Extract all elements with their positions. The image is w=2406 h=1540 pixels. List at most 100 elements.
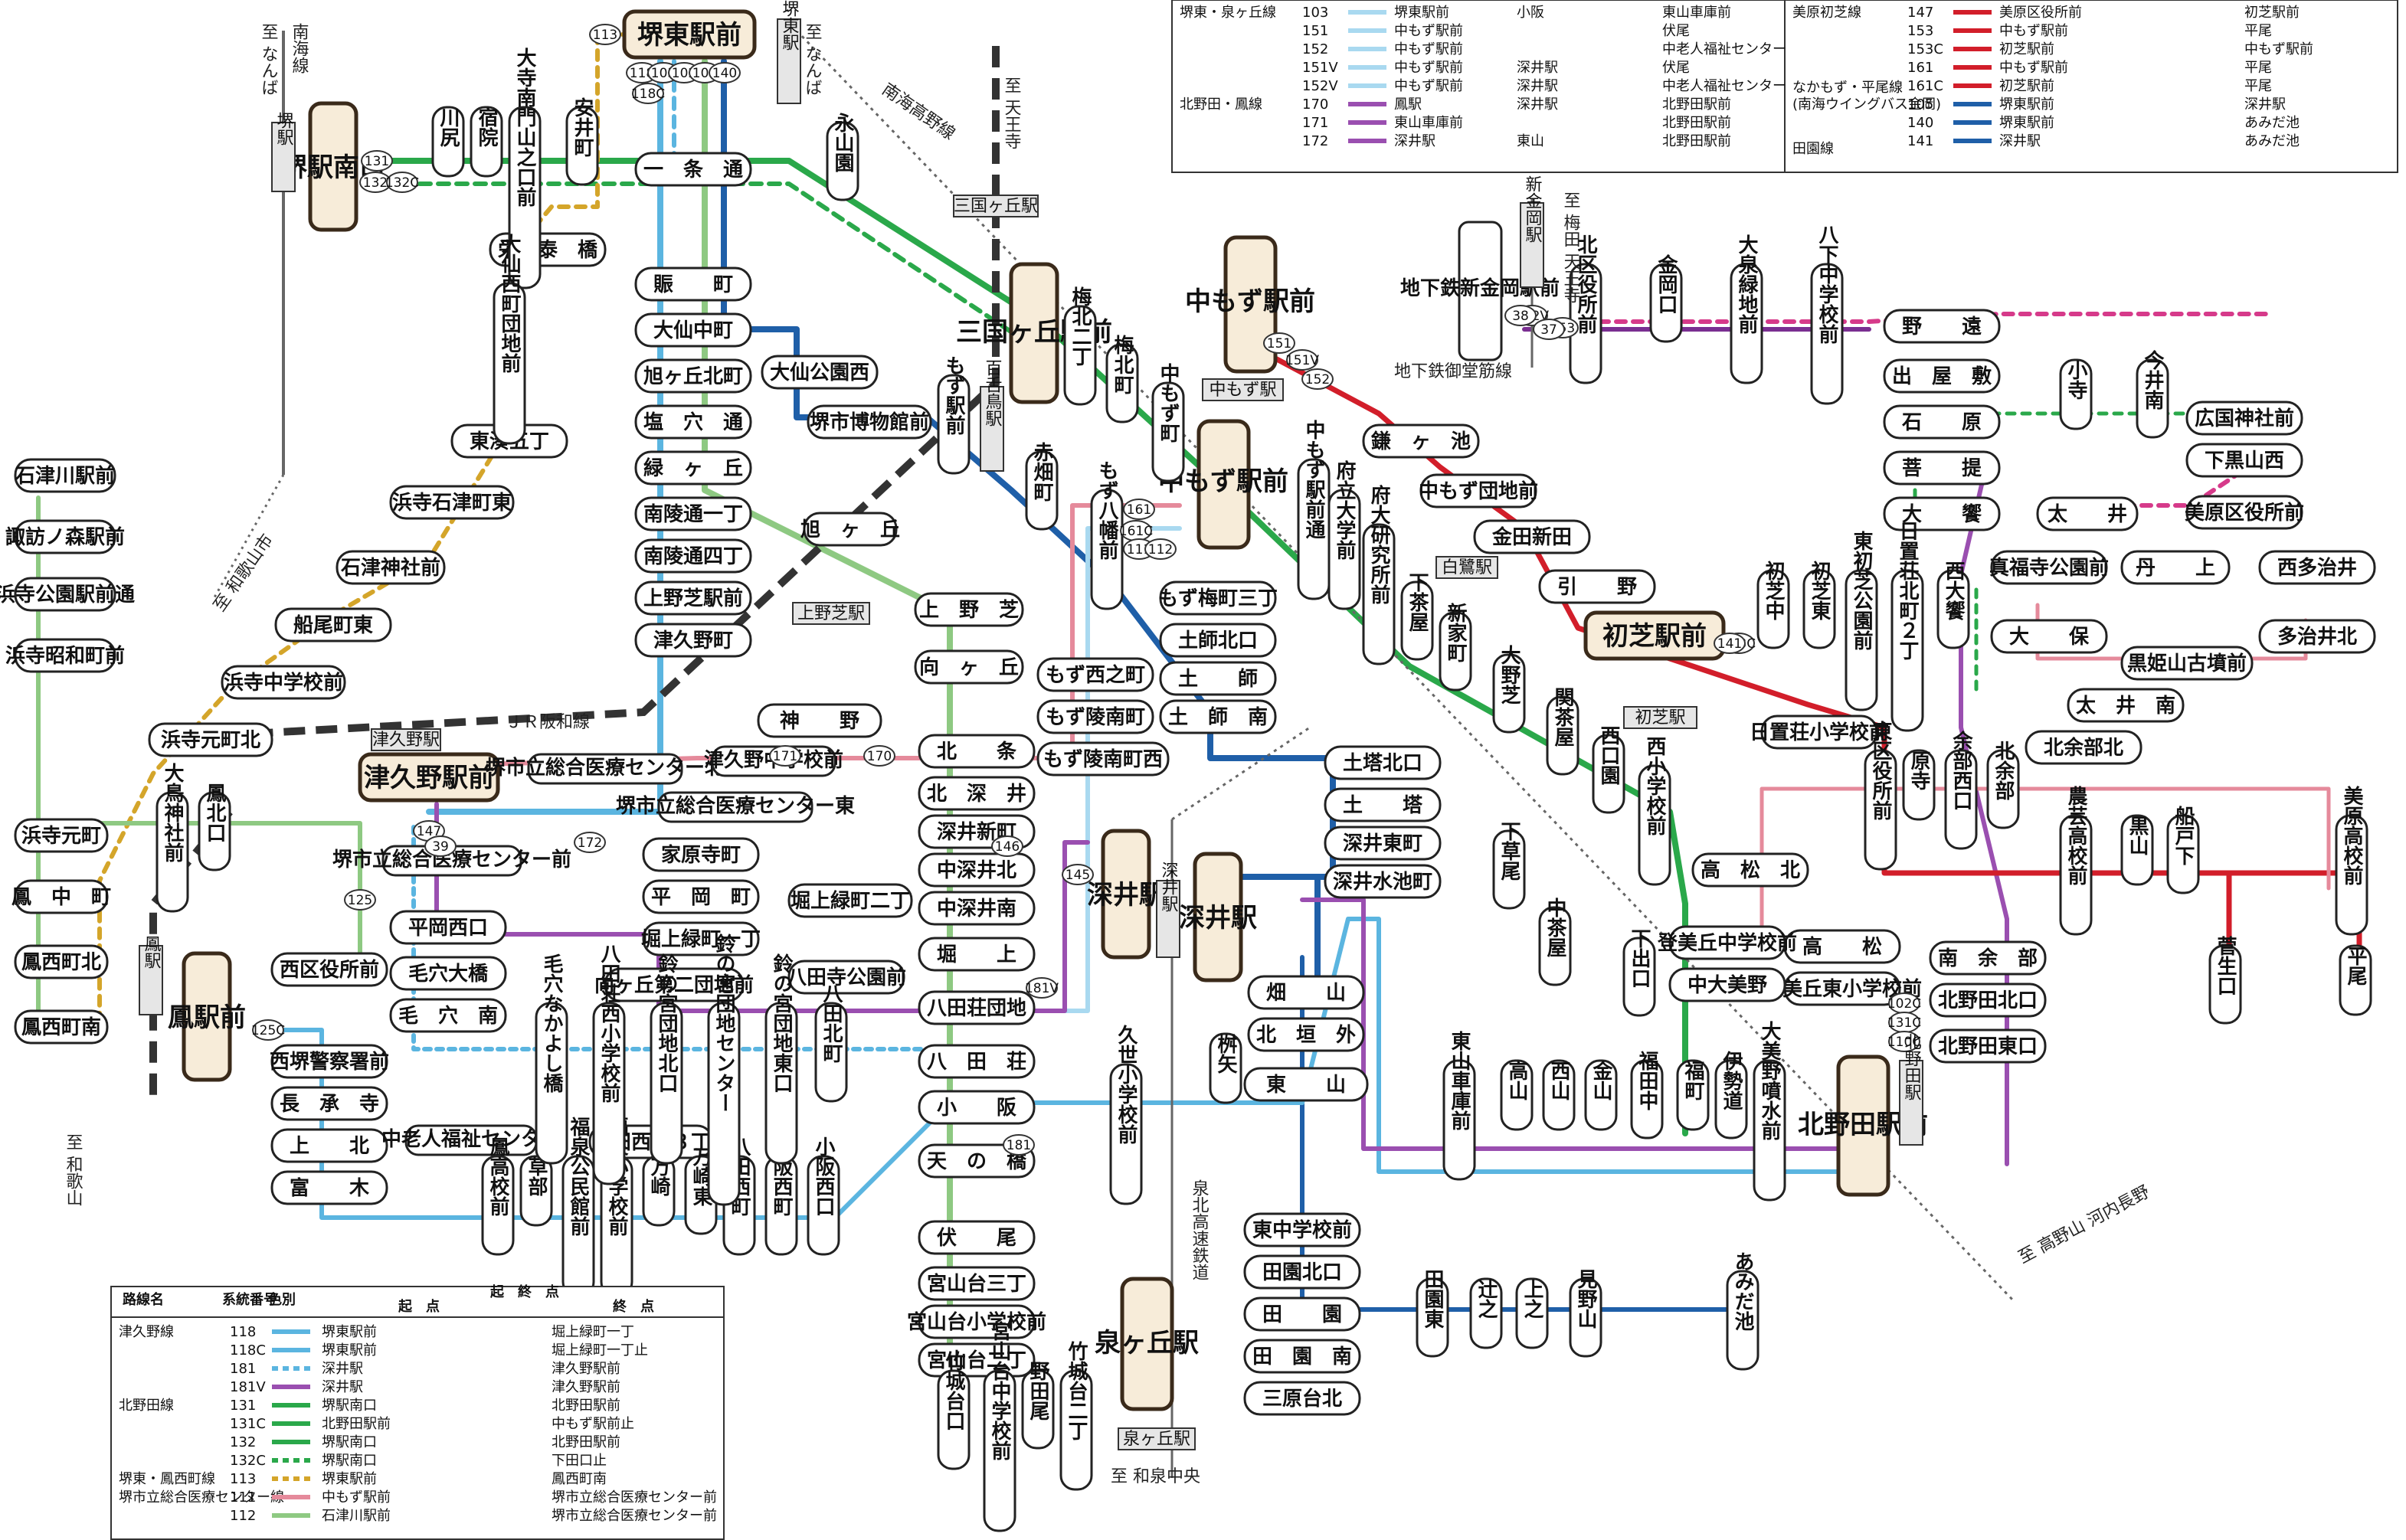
route-badge-112[interactable]: 112 [1144, 538, 1177, 560]
stop-kosaka[interactable]: 小 阪 [918, 1090, 1036, 1125]
stop-miyayama-2[interactable]: 宮山台二丁 [918, 1342, 1036, 1378]
stop-kamikita[interactable]: 上 北 [270, 1128, 388, 1163]
route-badge-37[interactable]: 37 [1533, 319, 1565, 340]
vstop-takeshiro-2[interactable]: 竹城台二丁 [1059, 1341, 1093, 1491]
vstop-shinya[interactable]: 新家町 [1439, 602, 1472, 692]
vstop-shimo-deguchi[interactable]: 下出口 [1622, 928, 1656, 1017]
stop-senior-center[interactable]: 中老人福祉センター [381, 1124, 561, 1156]
route-badge-118c[interactable]: 118C [631, 83, 665, 104]
stop-nigiwai[interactable]: 賑 町 [634, 266, 752, 302]
stop-hokujo[interactable]: 北 条 [918, 734, 1036, 769]
vstop-kita-yobe[interactable]: 北余部 [1986, 741, 2020, 829]
route-badge-38[interactable]: 38 [1504, 305, 1537, 326]
stop-asahigaoka-kita[interactable]: 旭ヶ丘北町 [634, 358, 752, 394]
vstop-funado[interactable]: 船戸下 [2166, 805, 2200, 894]
stop-ichijo[interactable]: 一 条 通 [634, 152, 752, 187]
vstop-takeshiro-1[interactable]: 竹城台口 [937, 1351, 971, 1470]
stop-mihara-kita[interactable]: 三原台北 [1243, 1381, 1361, 1416]
route-badge-125c[interactable]: 125C [251, 1019, 285, 1041]
rail-sakai-stn[interactable]: 堺駅 [271, 112, 296, 192]
vstop-higashiyama-ko[interactable]: 東山車庫前 [1442, 1031, 1476, 1181]
stop-museum[interactable]: 堺市博物館前 [807, 404, 932, 440]
stop-hatayama[interactable]: 畑 山 [1247, 975, 1365, 1010]
vstop-imaii[interactable]: 今井南 [2136, 349, 2169, 439]
stop-midorigaoka[interactable]: 緑 ヶ 丘 [634, 450, 752, 486]
vstop-kosaka-nishiguchi[interactable]: 小阪西口 [807, 1136, 840, 1256]
stop-nijo[interactable]: 丹 上 [2120, 550, 2231, 585]
stop-chojoji[interactable]: 長 承 寺 [270, 1086, 388, 1121]
stop-miyayama-3[interactable]: 宮山台三丁 [918, 1266, 1036, 1301]
vstop-kaneyama[interactable]: 金山 [1584, 1059, 1618, 1131]
stop-suwanomori[interactable]: 諏訪ノ森駅前 [5, 519, 125, 554]
stop-noto[interactable]: 野 遠 [1883, 309, 2001, 344]
vstop-nishi-elem[interactable]: 西小学校前 [1638, 736, 1671, 886]
stop-shinfukuji[interactable]: 真福寺公園前 [1989, 550, 2109, 585]
vstop-omino-funsui[interactable]: 大美野噴水前 [1753, 1021, 1786, 1202]
stop-horiage-2[interactable]: 堀上緑町二丁 [787, 883, 913, 918]
vstop-seki-chaya[interactable]: 関茶屋 [1546, 687, 1579, 776]
vstop-daijin[interactable]: 大寺南門山之口前 [508, 47, 542, 289]
vstop-oizumi[interactable]: 大泉緑地前 [1730, 234, 1763, 384]
rail-fukai-stn[interactable]: 深井駅 [1156, 862, 1180, 958]
vstop-ue-no[interactable]: 上之 [1515, 1277, 1549, 1349]
vstop-hirao[interactable]: 平尾 [2339, 944, 2372, 1016]
stop-den-en-minami[interactable]: 田 園 南 [1243, 1339, 1361, 1374]
stop-asahigaoka[interactable]: 旭 ヶ 丘 [800, 512, 900, 547]
vstop-nodao[interactable]: 野田尾 [1021, 1361, 1055, 1450]
vstop-eizan[interactable]: 永山園 [826, 113, 859, 201]
vstop-mozu-hachiman[interactable]: もず八幡前 [1090, 460, 1124, 610]
stop-hospital-n[interactable]: 堺市立総合医療センター北 [486, 753, 725, 785]
stop-jinno[interactable]: 神 野 [757, 703, 882, 738]
route-badge-170[interactable]: 170 [863, 745, 895, 767]
vstop-mozu-eki[interactable]: もず駅前 [937, 355, 971, 475]
stop-yahara[interactable]: 家原寺町 [642, 837, 760, 872]
stop-dotou[interactable]: 土 塔 [1324, 787, 1442, 822]
route-badge-110c[interactable]: 110C [1887, 1031, 1921, 1052]
stop-tomiki[interactable]: 富 木 [270, 1170, 388, 1205]
rail-hatsushiba-stn[interactable]: 初芝駅 [1623, 706, 1697, 729]
station-hatsushiba[interactable]: 初芝駅前 [1583, 610, 1726, 661]
stop-nanryo-1[interactable]: 南陵通一丁 [634, 496, 752, 531]
stop-hamadera-ishizu[interactable]: 浜寺石津町東 [389, 485, 515, 520]
vstop-amidaike[interactable]: あみだ池 [1726, 1251, 1759, 1371]
vstop-kuse-elem[interactable]: 久世小学校前 [1109, 1025, 1143, 1205]
stop-funao[interactable]: 船尾町東 [274, 607, 392, 642]
stop-mozu-nishinocho[interactable]: もず西之町 [1036, 657, 1154, 692]
rail-mozu-stn[interactable]: 百舌鳥駅 [980, 359, 1004, 472]
stop-higashiyama[interactable]: 東 山 [1243, 1067, 1369, 1102]
vstop-nishi-otsu[interactable]: 西大饗 [1936, 561, 1970, 649]
stop-ueno-shiba2[interactable]: 上 野 芝 [914, 592, 1024, 627]
stop-taho[interactable]: 大 保 [1990, 619, 2108, 654]
vstop-otori-kita[interactable]: 鳳北口 [198, 783, 231, 871]
station-tsukuno[interactable]: 津久野駅前 [358, 752, 500, 803]
route-badge-113[interactable]: 113 [589, 24, 621, 45]
vstop-nakamozu-ekimae[interactable]: 中もず駅前通 [1297, 420, 1331, 600]
vstop-suzu-danchi[interactable]: 鈴の宮団地北口 [650, 953, 683, 1165]
stop-hamadera-motomachi-kita[interactable]: 浜寺元町北 [148, 722, 273, 757]
rail-tsukuno-stn[interactable]: 津久野駅 [371, 728, 441, 751]
stop-kitayobe-kita[interactable]: 北余部北 [2025, 730, 2142, 765]
stop-hioki-elem[interactable]: 日置荘小学校前 [1750, 714, 1889, 750]
route-badge-125[interactable]: 125 [344, 889, 376, 911]
rail-kitanoda-stn[interactable]: 北野田駅 [1899, 1033, 1923, 1146]
stop-dotou-kita[interactable]: 土塔北口 [1324, 745, 1442, 780]
stop-mihara-ku[interactable]: 美原区役所前 [2185, 495, 2304, 530]
stop-hiraoka[interactable]: 平 岡 町 [642, 879, 760, 914]
vstop-noge[interactable]: 農芸高校前 [2059, 786, 2093, 936]
stop-den-en-kita[interactable]: 田園北口 [1243, 1254, 1361, 1290]
route-badge-181[interactable]: 181 [1003, 1134, 1035, 1156]
stop-kaneda-shin[interactable]: 金田新田 [1473, 519, 1591, 554]
vstop-mihara-hs[interactable]: 美原高校前 [2335, 785, 2368, 936]
stop-ueno-shiba[interactable]: 上野芝駅前 [634, 580, 752, 616]
stop-nakafukai-minami[interactable]: 中深井南 [918, 891, 1036, 926]
vstop-fukudanaka[interactable]: 福田中 [1630, 1051, 1664, 1139]
stop-mozu-ryonan[interactable]: もず陵南町 [1036, 699, 1154, 734]
stop-nishi-police[interactable]: 西堺警察署前 [270, 1044, 389, 1079]
route-badge-131[interactable]: 131 [361, 150, 393, 172]
vstop-sugou[interactable]: 菅生口 [2208, 936, 2242, 1025]
vstop-haraji[interactable]: 原寺 [1902, 749, 1936, 821]
stop-shioana[interactable]: 塩 穴 通 [634, 404, 752, 440]
vstop-kita-ku[interactable]: 北区役所前 [1569, 234, 1602, 384]
vstop-hatsushiba-higashi[interactable]: 初芝東 [1802, 561, 1836, 649]
stop-nishitajii[interactable]: 西多治井 [2258, 550, 2376, 585]
